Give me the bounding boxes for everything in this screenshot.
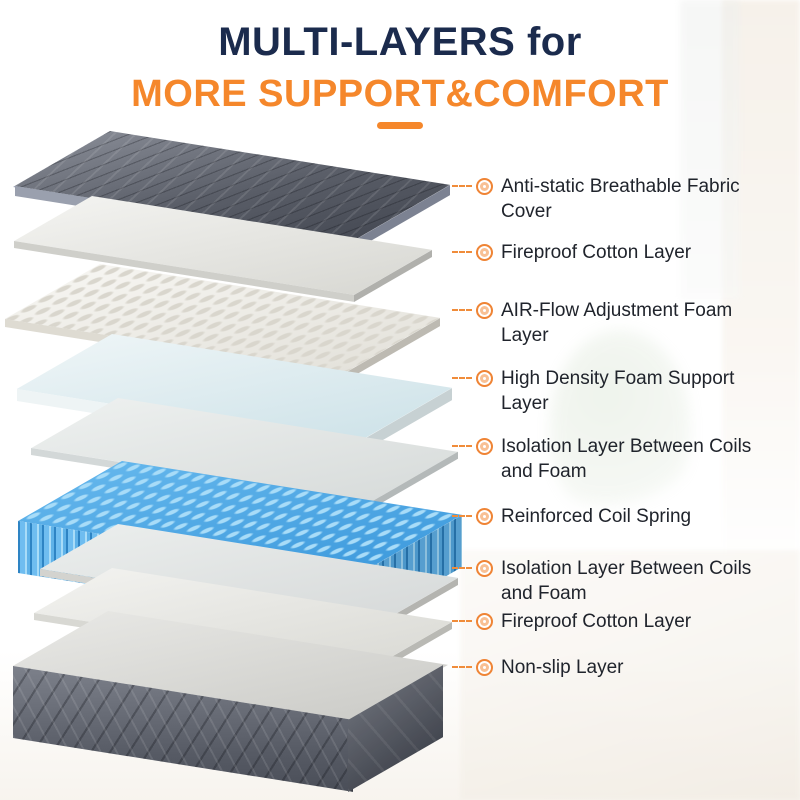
callout-airflow-foam: AIR-Flow Adjustment Foam Layer — [452, 298, 782, 348]
bullet-icon — [476, 302, 493, 319]
callout-label: Isolation Layer Between Coils and Foam — [501, 558, 752, 605]
connector-line — [452, 515, 472, 517]
connector-line — [452, 567, 472, 569]
accent-underline — [377, 122, 423, 129]
callout-label: Fireproof Cotton Layer — [501, 242, 692, 263]
connector-line — [452, 445, 472, 447]
headline-line2: MORE SUPPORT&COMFORT — [131, 73, 669, 115]
bullet-icon — [476, 370, 493, 387]
bullet-icon — [476, 244, 493, 261]
callout-coil-spring: Reinforced Coil Spring — [452, 504, 782, 529]
connector-line — [452, 185, 472, 187]
header: MULTI-LAYERS for MORE SUPPORT&COMFORT — [0, 20, 800, 116]
bullet-icon — [476, 560, 493, 577]
headline-line1: MULTI-LAYERS for — [218, 20, 582, 64]
bullet-icon — [476, 613, 493, 630]
connector-line — [452, 377, 472, 379]
callout-label: Isolation Layer Between Coils and Foam — [501, 436, 752, 483]
callout-fabric-cover: Anti-static Breathable Fabric Cover — [452, 174, 782, 224]
callout-label: High Density Foam Support Layer — [501, 368, 735, 415]
callout-label: Non-slip Layer — [501, 657, 624, 678]
connector-line — [452, 666, 472, 668]
callout-label: Reinforced Coil Spring — [501, 506, 692, 527]
connector-line — [452, 620, 472, 622]
callout-label: AIR-Flow Adjustment Foam Layer — [501, 300, 733, 347]
bullet-icon — [476, 178, 493, 195]
callout-isolation-lower: Isolation Layer Between Coils and Foam — [452, 556, 782, 606]
background-plant — [550, 330, 690, 520]
connector-line — [452, 251, 472, 253]
callout-isolation-upper: Isolation Layer Between Coils and Foam — [452, 434, 782, 484]
callout-non-slip: Non-slip Layer — [452, 655, 782, 680]
bullet-icon — [476, 438, 493, 455]
callout-fireproof-cotton-lower: Fireproof Cotton Layer — [452, 609, 782, 634]
callout-high-density-foam: High Density Foam Support Layer — [452, 366, 782, 416]
callout-label: Anti-static Breathable Fabric Cover — [501, 176, 740, 223]
connector-line — [452, 309, 472, 311]
bullet-icon — [476, 508, 493, 525]
bullet-icon — [476, 659, 493, 676]
callout-label: Fireproof Cotton Layer — [501, 611, 692, 632]
callout-fireproof-cotton-upper: Fireproof Cotton Layer — [452, 240, 782, 265]
